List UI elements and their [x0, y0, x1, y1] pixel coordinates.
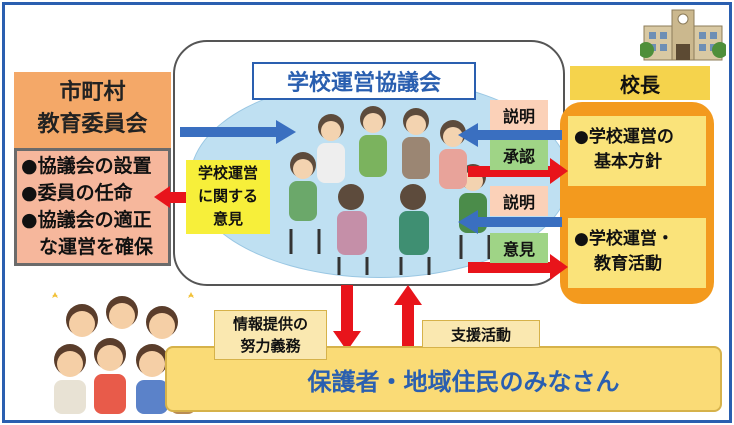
policy-line-1: ●学校運営の — [574, 127, 674, 147]
opinion-line-2: に関する — [197, 187, 258, 205]
explain-label-top: 説明 — [490, 100, 548, 130]
duty-item: ●協議会の設置 — [21, 155, 152, 177]
policy-line-2: 基本方針 — [594, 152, 662, 172]
approve-label: 承認 — [490, 140, 548, 170]
activity-line-1: ●学校運営・ — [574, 229, 674, 249]
community-label: 保護者・地域住民のみなさん — [307, 367, 620, 396]
info-line-2: 努力義務 — [240, 337, 301, 355]
municipality-duties: ●協議会の設置 ●委員の任命 ●協議会の適正 な運営を確保 — [14, 148, 171, 266]
municipality-board: 市町村 教育委員会 — [14, 72, 171, 148]
school-policy-box: ●学校運営の 基本方針 — [568, 116, 706, 186]
opinion-line-1: 学校運営 — [197, 164, 258, 182]
municipality-line-2: 教育委員会 — [37, 112, 148, 137]
duty-item: ●協議会の適正 — [21, 209, 152, 231]
school-building-icon — [640, 9, 726, 61]
opinion-to-principal-label: 意見 — [490, 233, 548, 263]
school-operation-opinion-box: 学校運営 に関する 意見 — [186, 160, 270, 234]
explain-label-bottom: 説明 — [490, 186, 548, 216]
municipality-line-1: 市町村 — [59, 80, 126, 105]
support-activity-label: 支援活動 — [422, 320, 540, 348]
school-activity-box: ●学校運営・ 教育活動 — [568, 218, 706, 288]
principal-label: 校長 — [570, 66, 710, 100]
info-duty-label: 情報提供の 努力義務 — [214, 310, 327, 360]
duty-item: な運営を確保 — [39, 236, 154, 258]
info-line-1: 情報提供の — [232, 315, 308, 333]
opinion-line-3: 意見 — [212, 210, 243, 228]
duty-item: ●委員の任命 — [21, 182, 133, 204]
activity-line-2: 教育活動 — [594, 254, 662, 274]
council-title: 学校運営協議会 — [252, 62, 476, 100]
